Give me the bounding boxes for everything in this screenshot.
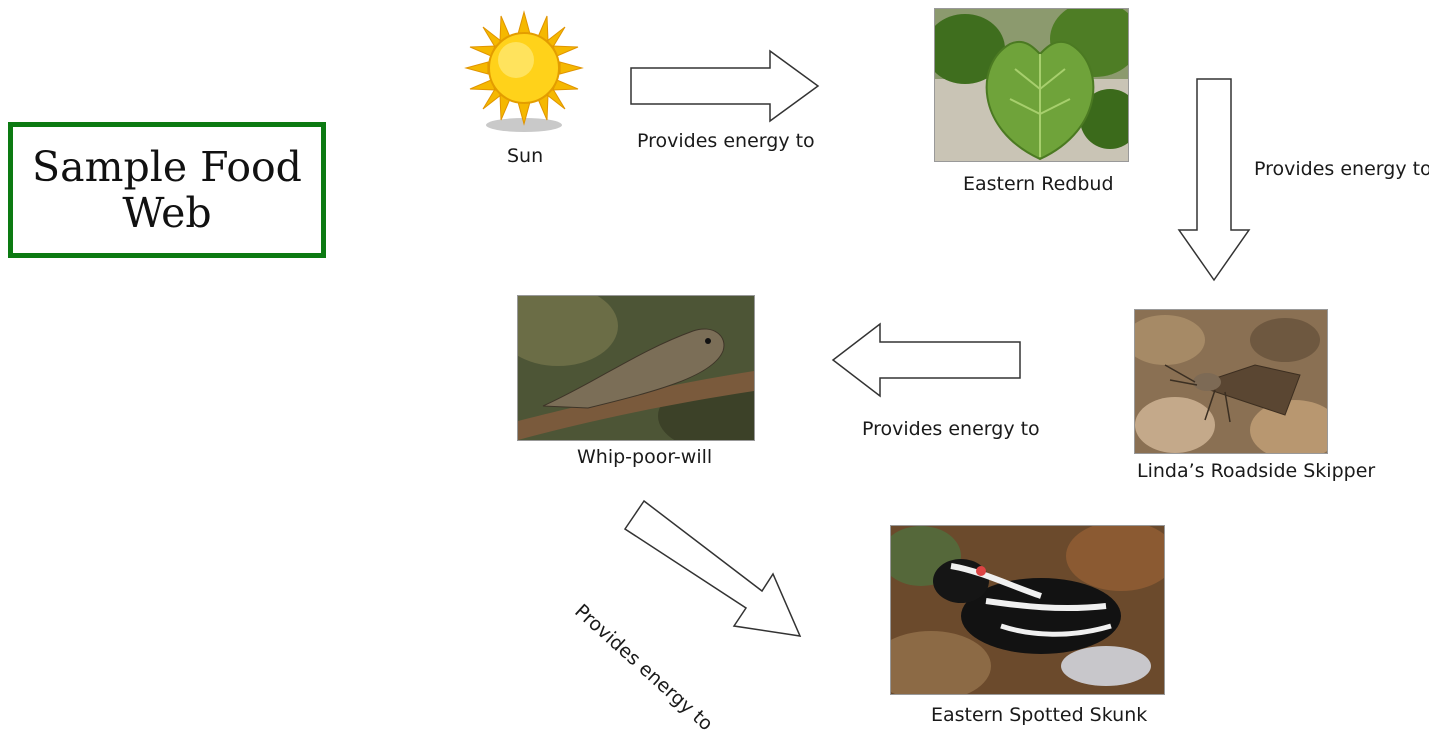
sun-icon bbox=[464, 10, 584, 135]
edge-label-skipper-whippoorwill: Provides energy to bbox=[862, 418, 1040, 440]
diagram-title-box: Sample Food Web bbox=[8, 122, 326, 258]
arrow-right-icon bbox=[628, 48, 823, 124]
arrow-left-icon bbox=[830, 321, 1024, 399]
node-label-skunk: Eastern Spotted Skunk bbox=[931, 704, 1147, 726]
node-label-whippoorwill: Whip-poor-will bbox=[577, 446, 712, 468]
lindas-roadside-skipper-image bbox=[1134, 309, 1328, 454]
eastern-redbud-image bbox=[934, 8, 1129, 162]
node-label-sun: Sun bbox=[507, 145, 543, 167]
arrow-diagonal-icon bbox=[620, 496, 810, 642]
diagram-title: Sample Food Web bbox=[22, 144, 312, 236]
node-label-redbud: Eastern Redbud bbox=[963, 173, 1114, 195]
edge-label-sun-redbud: Provides energy to bbox=[637, 130, 815, 152]
node-label-skipper: Linda’s Roadside Skipper bbox=[1137, 460, 1375, 482]
arrow-down-icon bbox=[1174, 76, 1254, 284]
eastern-spotted-skunk-image bbox=[890, 525, 1165, 695]
whip-poor-will-image bbox=[517, 295, 755, 441]
edge-label-redbud-skipper: Provides energy to bbox=[1254, 158, 1429, 180]
